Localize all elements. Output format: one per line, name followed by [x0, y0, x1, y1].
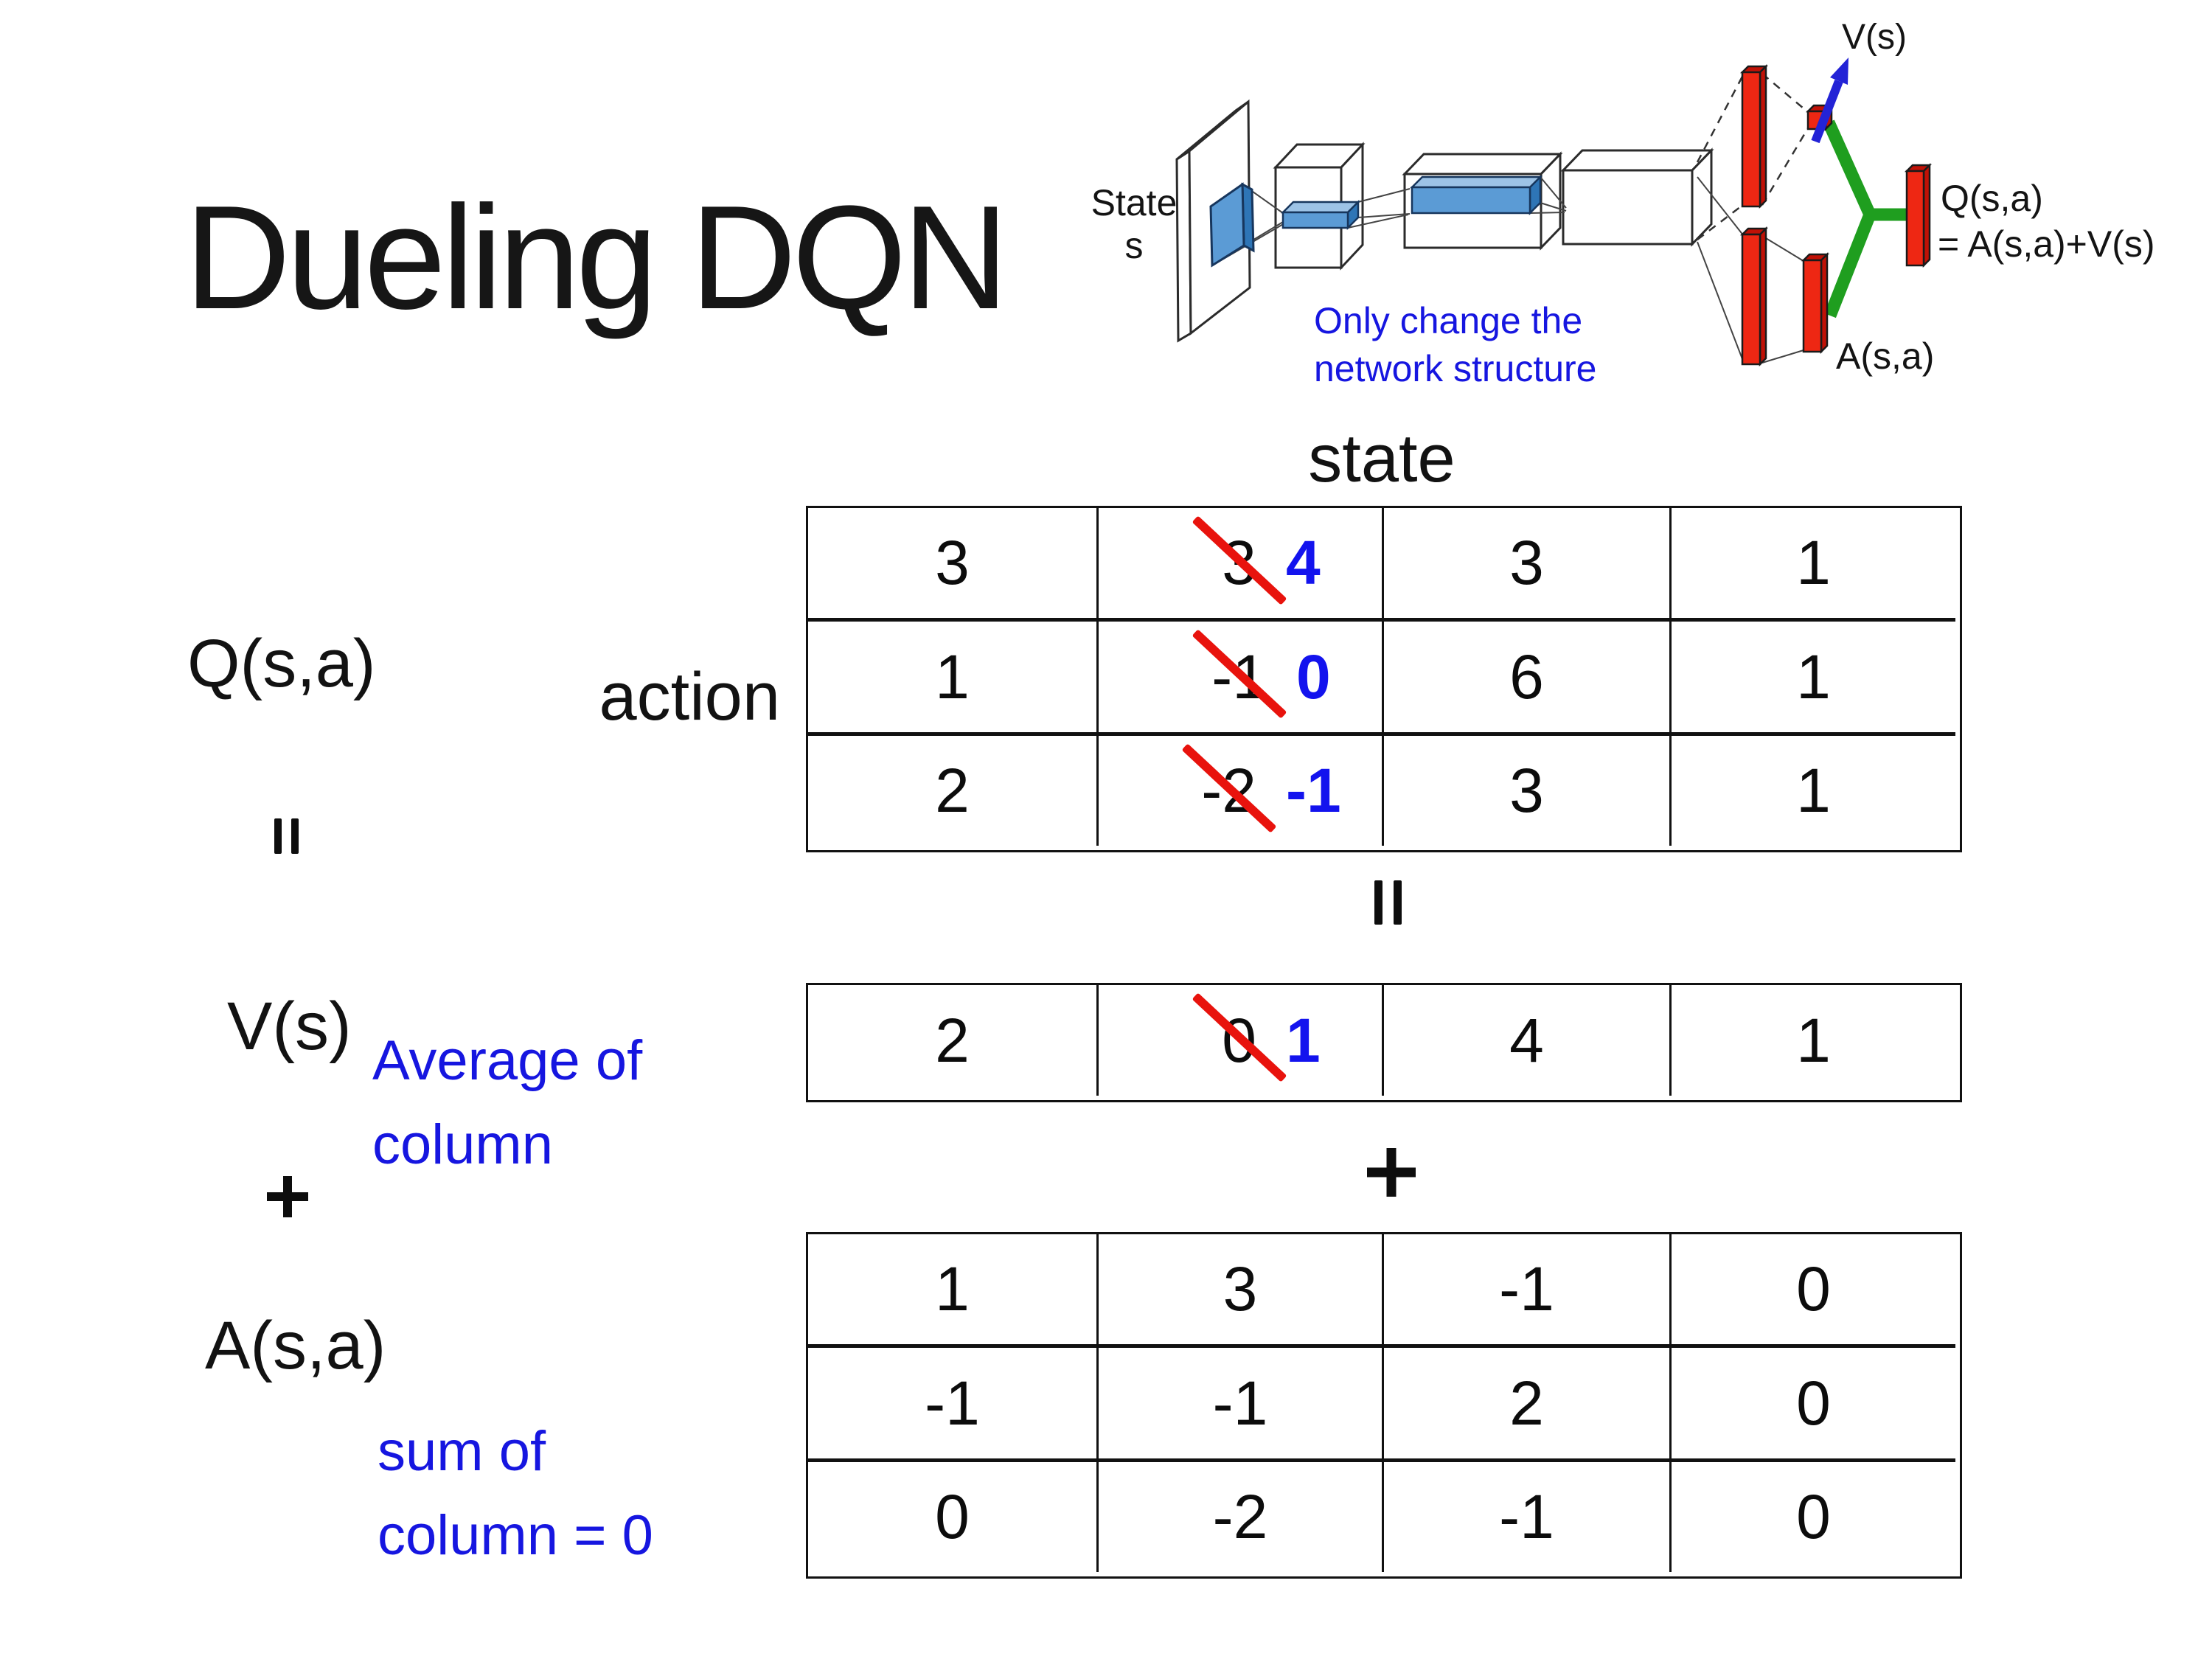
diagram-note-line1: Only change the	[1314, 300, 1582, 341]
q-cell: 2	[808, 736, 1099, 846]
q-cell: 1	[808, 622, 1099, 736]
sum-note-line2: column = 0	[378, 1504, 653, 1567]
dashed-connector-lines	[1696, 73, 1809, 240]
a-cell: -1	[1384, 1462, 1672, 1572]
v-output-label: V(s)	[1842, 18, 1907, 57]
table-row: 2 0 1 4 1	[808, 985, 1960, 1096]
q-output-layer	[1904, 162, 1933, 268]
q-cell: 3	[1384, 508, 1672, 622]
table-row: 0 -2 -1 0	[808, 1462, 1960, 1572]
a-cell: -1	[808, 1348, 1099, 1462]
q-matrix-label: Q(s,a)	[187, 626, 376, 701]
a-table: 1 3 -1 0 -1 -1 2 0 0 -2 -1 0	[806, 1232, 1962, 1579]
a-cell: -2	[1099, 1462, 1384, 1572]
v-cell: 2	[808, 985, 1099, 1096]
table-row: 1 -1 0 6 1	[808, 622, 1960, 736]
a-cell: 0	[1796, 1482, 1831, 1551]
average-note-line2: column	[372, 1113, 553, 1176]
sum-note-line1: sum of	[378, 1420, 546, 1483]
feature-patch	[1209, 182, 1255, 268]
sum-note: sum of column = 0	[378, 1410, 653, 1578]
v-cell: 1	[1796, 1005, 1831, 1075]
v-cell: 4	[1384, 985, 1672, 1096]
feature-bar-2	[1409, 174, 1543, 216]
plus-symbol-left	[267, 1176, 308, 1217]
a-output-label: A(s,a)	[1836, 335, 1934, 377]
equals-rotated-center	[1374, 880, 1402, 925]
q-output-formula: = A(s,a)+V(s)	[1938, 223, 2155, 265]
q-output-label: Q(s,a)	[1941, 178, 2043, 219]
diagram-note-line2: network structure	[1314, 348, 1596, 389]
q-cell: 1	[1672, 508, 1955, 622]
new-value: -1	[1286, 756, 1341, 825]
average-note: Average of column	[372, 1019, 642, 1187]
dueling-network-diagram: State s V(s) Q(s,a) = A(s,a)+V(s) A(s,a)…	[1091, 18, 2155, 389]
a-cell: 3	[1099, 1234, 1384, 1348]
q-cell-struck: 3 4	[1099, 508, 1384, 622]
q-cell: 3	[808, 508, 1099, 622]
q-cell: 3	[1384, 736, 1672, 846]
a-cell: -1	[1099, 1348, 1384, 1462]
v-arrow	[1811, 58, 1848, 144]
q-cell-struck: -2 -1	[1099, 736, 1384, 846]
q-cell: 1	[1672, 622, 1955, 736]
new-value: 1	[1286, 1005, 1321, 1075]
equals-rotated-left	[274, 818, 299, 854]
conv-box-3	[1560, 147, 1714, 247]
state-input-label: State	[1091, 182, 1178, 223]
a-cell: 0	[1672, 1348, 1955, 1462]
v-cell-struck: 0 1	[1099, 985, 1384, 1096]
advantage-vector-node	[1801, 251, 1830, 355]
a-cell: 0	[808, 1462, 1099, 1572]
state-header: state	[1308, 421, 1455, 496]
table-row: -1 -1 2 0	[808, 1348, 1960, 1462]
new-value: 0	[1295, 641, 1331, 712]
new-value: 4	[1286, 528, 1321, 597]
q-cell-struck: -1 0	[1099, 622, 1384, 736]
advantage-stream-layer	[1739, 226, 1769, 367]
q-cell: 6	[1384, 622, 1672, 736]
table-row: 3 3 4 3 1	[808, 508, 1960, 622]
a-cell: 2	[1384, 1348, 1672, 1462]
feature-bar-1	[1280, 199, 1361, 231]
state-input-symbol: s	[1125, 225, 1144, 266]
a-cell: -1	[1384, 1234, 1672, 1348]
q-table: 3 3 4 3 1 1 -1 0 6 1 2	[806, 506, 1962, 852]
v-matrix-label: V(s)	[227, 989, 352, 1064]
a-cell: 1	[808, 1234, 1099, 1348]
page-title: Dueling DQN	[184, 175, 1009, 340]
table-row: 1 3 -1 0	[808, 1234, 1960, 1348]
combine-link	[1823, 119, 1908, 319]
a-matrix-label: A(s,a)	[205, 1308, 386, 1383]
action-header: action	[599, 659, 781, 734]
q-cell: 1	[1796, 756, 1831, 825]
plus-symbol-center	[1367, 1148, 1416, 1197]
average-note-line1: Average of	[372, 1029, 643, 1092]
value-stream-layer	[1739, 63, 1769, 209]
a-cell: 0	[1672, 1234, 1955, 1348]
table-row: 2 -2 -1 3 1	[808, 736, 1960, 846]
v-table: 2 0 1 4 1	[806, 983, 1962, 1102]
